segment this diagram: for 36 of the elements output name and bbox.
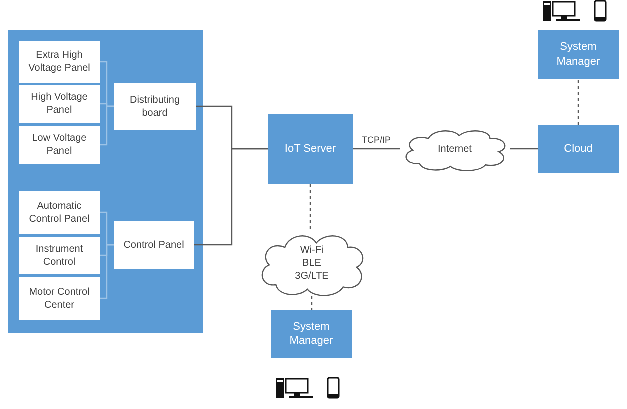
panel-box bbox=[19, 277, 100, 320]
dashed-connector bbox=[311, 296, 313, 310]
connector-line bbox=[353, 148, 400, 150]
node-label: Automatic Control Panel bbox=[28, 200, 91, 226]
connector-line bbox=[510, 148, 538, 150]
process-box bbox=[271, 310, 352, 358]
node-label: Low Voltage Panel bbox=[31, 132, 88, 158]
node-label: Internet bbox=[438, 142, 472, 156]
panel-box bbox=[19, 41, 100, 83]
node-label: Motor Control Center bbox=[28, 286, 91, 312]
panel-box bbox=[19, 85, 100, 123]
node-label: Distributing board bbox=[128, 94, 182, 120]
connector-line bbox=[194, 148, 268, 246]
node-label: System Manager bbox=[556, 40, 602, 69]
panel-group-box bbox=[8, 30, 203, 333]
panel-box bbox=[114, 83, 196, 130]
node-label: Extra High Voltage Panel bbox=[28, 49, 92, 75]
process-box bbox=[538, 30, 619, 79]
node-label: IoT Server bbox=[284, 142, 336, 156]
process-box bbox=[268, 114, 353, 184]
node-label: System Manager bbox=[288, 320, 334, 348]
node-label: Wi-Fi BLE 3G/LTE bbox=[294, 244, 330, 282]
panel-box bbox=[19, 237, 100, 274]
panel-box bbox=[114, 221, 194, 269]
node-label: Control Panel bbox=[124, 238, 184, 252]
panel-box bbox=[19, 126, 100, 164]
node-label: Instrument Control bbox=[34, 242, 84, 268]
node-label: Cloud bbox=[564, 142, 593, 156]
connector-line bbox=[100, 244, 114, 300]
process-box bbox=[538, 125, 619, 173]
dashed-connector bbox=[310, 184, 312, 230]
node-label: High Voltage Panel bbox=[30, 91, 89, 117]
panel-box bbox=[19, 191, 100, 234]
connector-line bbox=[100, 106, 114, 146]
dashed-connector bbox=[578, 79, 580, 125]
edge-label: TCP/IP bbox=[361, 136, 392, 145]
